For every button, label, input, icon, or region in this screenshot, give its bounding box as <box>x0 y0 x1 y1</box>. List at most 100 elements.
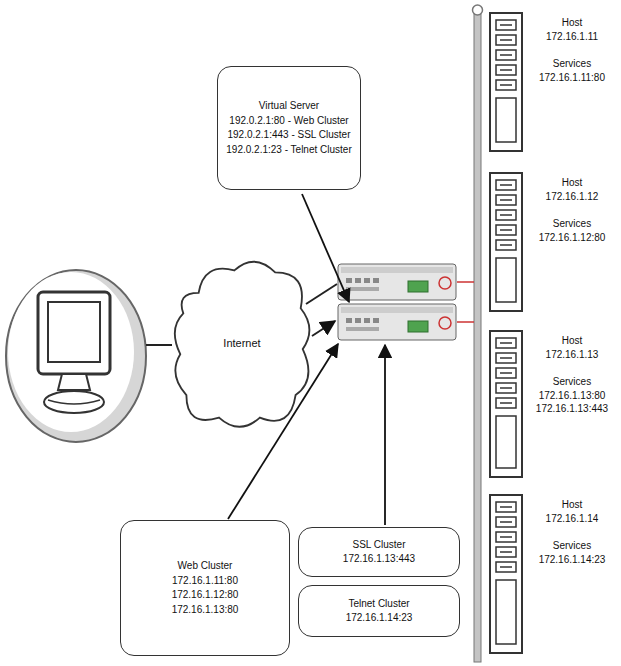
client-computer <box>8 272 134 432</box>
drive-bay <box>496 180 516 190</box>
drive-bay <box>496 35 516 45</box>
host-label: Host <box>528 176 616 190</box>
server-panel <box>496 416 516 468</box>
box-heading: Telnet Cluster <box>346 597 413 612</box>
box-entry: 172.16.1.12:80 <box>172 588 239 603</box>
client-computer <box>6 270 146 442</box>
text-group: SSL Cluster172.16.1.13:443 <box>343 538 415 567</box>
cloud-shape: Internet <box>168 252 316 436</box>
callout-box: Virtual Server192.0.2.1:80 - Web Cluster… <box>217 66 361 190</box>
bus-link <box>457 282 474 322</box>
leader-arrow <box>302 194 349 302</box>
drive-bay <box>500 521 512 523</box>
server-icon <box>488 172 526 312</box>
box-heading: Virtual Server <box>226 99 351 114</box>
backend-bus <box>474 14 481 662</box>
box-entry: 172.16.1.13:80 <box>172 603 239 618</box>
drive-bay <box>496 80 516 90</box>
load-balancer <box>355 278 361 283</box>
client-computer <box>58 374 90 390</box>
drive-bay <box>500 229 512 231</box>
box-entry: 192.0.2.1:80 - Web Cluster <box>226 114 351 129</box>
load-balancer <box>364 278 370 283</box>
drive-bay <box>500 199 512 201</box>
load-balancer <box>338 304 456 340</box>
host-server: Host172.16.1.13Services172.16.1.13:80172… <box>488 330 618 478</box>
load-balancer <box>341 267 453 273</box>
drive-bay <box>496 210 516 220</box>
host-label: 172.16.1.13:443 <box>528 402 616 416</box>
load-balancer <box>346 318 352 323</box>
client-computer <box>44 391 104 413</box>
load-balancer <box>338 264 456 300</box>
bus-link <box>457 281 474 283</box>
drive-bay <box>500 39 512 41</box>
drive-bay <box>496 195 516 205</box>
host-server: Host172.16.1.14Services172.16.1.14:23 <box>488 494 618 654</box>
box-entry: 172.16.1.14:23 <box>346 611 413 626</box>
load-balancer <box>346 287 379 291</box>
host-label: Host <box>528 334 616 348</box>
drive-bay <box>500 566 512 568</box>
server-icon <box>490 331 522 477</box>
server-icon <box>488 494 526 654</box>
host-label: Host <box>528 16 616 30</box>
drive-bay <box>496 65 516 75</box>
load-balancer <box>373 278 379 283</box>
load-balancer <box>364 318 370 323</box>
load-balancer <box>341 307 453 313</box>
server-icon <box>488 12 526 152</box>
host-label: 172.16.1.14 <box>528 512 616 526</box>
client-computer <box>48 302 100 362</box>
drive-bay <box>500 506 512 508</box>
drive-bay <box>500 372 512 374</box>
drive-bay <box>500 184 512 186</box>
drive-bay <box>496 368 516 378</box>
host-label: Services <box>528 375 616 389</box>
load-balancer <box>439 277 451 289</box>
drive-bay <box>500 84 512 86</box>
load-balancer <box>439 317 451 329</box>
drive-bay <box>500 69 512 71</box>
server-panel <box>496 580 516 644</box>
drive-bay <box>500 387 512 389</box>
box-heading: Web Cluster <box>172 559 239 574</box>
drive-bay <box>500 54 512 56</box>
network-link <box>312 321 335 336</box>
leader-arrow <box>384 345 386 525</box>
drive-bay <box>496 562 516 572</box>
backend-bus <box>473 5 483 662</box>
drive-bay <box>496 532 516 542</box>
host-server: Host172.16.1.11Services172.16.1.11:80 <box>488 12 618 152</box>
server-icon <box>490 173 522 311</box>
client-computer <box>48 400 100 404</box>
drive-bay <box>496 338 516 348</box>
drive-bay <box>496 502 516 512</box>
box-entry: 172.16.1.13:443 <box>343 552 415 567</box>
host-label: 172.16.1.14:23 <box>528 553 616 567</box>
text-group: Virtual Server192.0.2.1:80 - Web Cluster… <box>226 99 351 157</box>
box-entry: 192.0.2.1:23 - Telnet Cluster <box>226 143 351 158</box>
load-balancer <box>346 278 352 283</box>
load-balancer <box>408 281 428 292</box>
server-panel <box>496 98 516 142</box>
host-server: Host172.16.1.12Services172.16.1.12:80 <box>488 172 618 312</box>
cloud-outline <box>175 262 310 427</box>
drive-bay <box>496 20 516 30</box>
backend-bus <box>473 5 483 15</box>
server-icon <box>488 330 526 478</box>
text-group: Host172.16.1.13Services172.16.1.13:80172… <box>528 334 616 416</box>
text-group: Internet <box>223 336 260 352</box>
load-balancer <box>408 321 428 332</box>
host-label: 172.16.1.13:80 <box>528 389 616 403</box>
server-icon <box>490 13 522 151</box>
load-balancer <box>355 318 361 323</box>
client-computer <box>6 270 146 442</box>
drive-bay <box>496 547 516 557</box>
load-balancer <box>373 318 379 323</box>
text-group: Web Cluster172.16.1.11:80172.16.1.12:801… <box>172 559 239 617</box>
drive-bay <box>500 536 512 538</box>
box-entry: 192.0.2.1:443 - SSL Cluster <box>226 128 351 143</box>
drive-bay <box>500 342 512 344</box>
server-icon <box>490 495 522 653</box>
